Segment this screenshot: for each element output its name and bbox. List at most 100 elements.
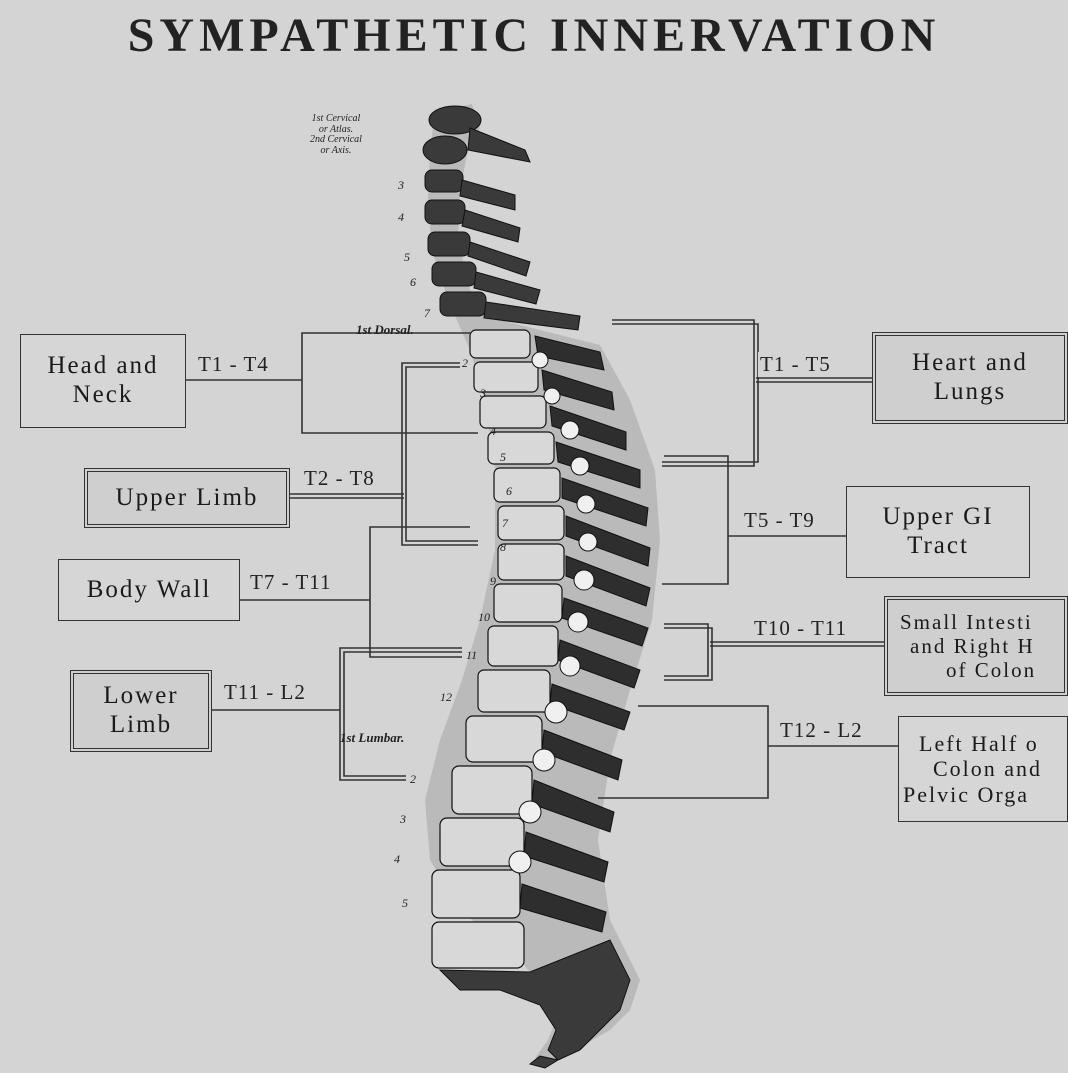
thoracic-vertebra (494, 468, 560, 502)
lower-limb-segments: T11 - L2 (222, 680, 308, 705)
box-label-line: Neck (73, 381, 134, 410)
body-wall-bracket (370, 527, 470, 657)
articular-facet (519, 801, 541, 823)
spinous-process (462, 210, 520, 242)
small-intestine-bracket (664, 624, 708, 676)
box-label-line: and Right H (900, 634, 1035, 658)
box-label-line: Body Wall (87, 576, 212, 605)
lumbar-number: 3 (400, 812, 406, 827)
cervical-number: 3 (398, 178, 404, 193)
head-neck-box: Head and Neck (20, 334, 186, 428)
articular-facet (579, 533, 597, 551)
lumbar-vertebra (432, 922, 524, 968)
lumbar-vertebra (466, 716, 542, 762)
articular-facet (574, 570, 594, 590)
left-colon-box: Left Half o Colon and Pelvic Orga (898, 716, 1068, 822)
atlas-note-line: 2nd Cervical (310, 135, 362, 146)
spinous-process (460, 180, 515, 210)
thoracic-number: 10 (478, 610, 490, 625)
box-label-line: Upper GI (882, 503, 993, 532)
thoracic-number: 3 (480, 386, 486, 401)
box-label-line: Left Half o (903, 731, 1039, 756)
articular-facet (577, 495, 595, 513)
atlas-note-line: or Axis. (310, 146, 362, 157)
box-label-line: Pelvic Orga (903, 782, 1029, 807)
body-wall-box: Body Wall (58, 559, 240, 621)
articular-facet (545, 701, 567, 723)
lumbar-number: 5 (402, 896, 408, 911)
articular-facet (532, 352, 548, 368)
cervical-vertebra (425, 170, 463, 192)
cervical-vertebra (440, 292, 486, 316)
upper-gi-bracket (662, 456, 728, 584)
lumbar-vertebra (432, 870, 520, 918)
articular-facet (509, 851, 531, 873)
spine-illustration (423, 104, 660, 1068)
head-neck-bracket (302, 333, 478, 433)
spinous-process (468, 242, 530, 276)
upper-limb-segments: T2 - T8 (302, 466, 377, 491)
thoracic-number: 12 (440, 690, 452, 705)
diagram-title: SYMPATHETIC INNERVATION (0, 8, 1068, 63)
cervical-number: 4 (398, 210, 404, 225)
spinous-process (468, 128, 530, 162)
articular-facet (568, 612, 588, 632)
box-label-line: Head and (47, 352, 158, 381)
small-intestine-segments: T10 - T11 (752, 616, 849, 641)
cervical-vertebra (425, 200, 465, 224)
box-label-line: Small Intesti (900, 610, 1033, 634)
thoracic-vertebra (498, 544, 564, 580)
dorsal-label: 1st Dorsal. (356, 322, 414, 338)
lumbar-number: 2 (410, 772, 416, 787)
thoracic-number: 8 (500, 540, 506, 555)
left-colon-segments: T12 - L2 (778, 718, 865, 743)
body-wall-segments: T7 - T11 (248, 570, 334, 595)
cervical-number: 7 (424, 306, 430, 321)
articular-facet (560, 656, 580, 676)
thoracic-vertebra (478, 670, 550, 712)
articular-facet (571, 457, 589, 475)
small-intestine-box: Small Intesti and Right H of Colon (884, 596, 1068, 696)
small-intestine-bracket-2 (664, 628, 712, 680)
atlas-axis-note: 1st Cervical or Atlas. 2nd Cervical or A… (310, 114, 362, 156)
atlas-note-line: 1st Cervical (310, 114, 362, 125)
upper-gi-box: Upper GI Tract (846, 486, 1030, 578)
thoracic-vertebra (488, 626, 558, 666)
box-label-line: Lower (103, 682, 178, 711)
articular-facet (533, 749, 555, 771)
lower-limb-box: Lower Limb (70, 670, 212, 752)
box-label-line: Limb (110, 711, 172, 740)
upper-limb-bracket-2 (406, 367, 478, 541)
thoracic-number: 11 (466, 648, 477, 663)
upper-gi-segments: T5 - T9 (742, 508, 817, 533)
heart-lungs-box: Heart and Lungs (872, 332, 1068, 424)
cervical-number: 5 (404, 250, 410, 265)
thoracic-number: 2 (462, 356, 468, 371)
lumbar-label: 1st Lumbar. (340, 730, 404, 746)
box-label-line: Tract (907, 532, 969, 561)
articular-facet (544, 388, 560, 404)
head-neck-segments: T1 - T4 (196, 352, 271, 377)
thoracic-number: 9 (490, 574, 496, 589)
upper-limb-bracket (402, 363, 478, 545)
thoracic-number: 4 (490, 424, 496, 439)
upper-limb-box: Upper Limb (84, 468, 290, 528)
thoracic-vertebra (494, 584, 562, 622)
cervical-number: 6 (410, 275, 416, 290)
box-label-line: Heart and (912, 349, 1028, 378)
heart-lungs-segments: T1 - T5 (758, 352, 833, 377)
thoracic-number: 6 (506, 484, 512, 499)
thoracic-number: 7 (502, 516, 508, 531)
box-label-line: Colon and (903, 756, 1042, 781)
box-label-line: Lungs (934, 378, 1007, 407)
cervical-vertebra (432, 262, 476, 286)
cervical-vertebra (428, 232, 470, 256)
thoracic-vertebra (470, 330, 530, 358)
axis-vertebra (423, 136, 467, 164)
box-label-line: Upper Limb (116, 484, 259, 513)
thoracic-vertebra (488, 432, 554, 464)
box-label-line: of Colon (900, 658, 1036, 682)
thoracic-number: 5 (500, 450, 506, 465)
articular-facet (561, 421, 579, 439)
lumbar-number: 4 (394, 852, 400, 867)
